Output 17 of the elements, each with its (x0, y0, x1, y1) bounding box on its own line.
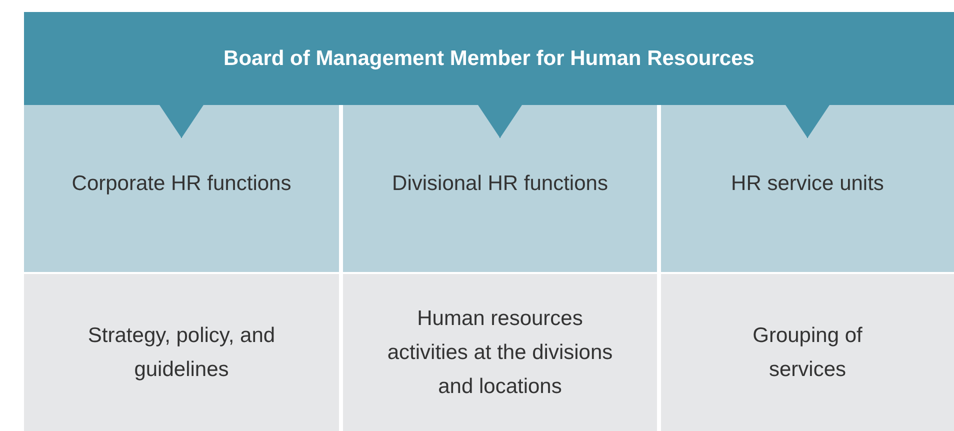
category-label: Corporate HR functions (72, 170, 292, 196)
pointer-arrow (478, 104, 522, 138)
header-band (24, 12, 954, 105)
category-panel (343, 105, 657, 272)
category-label: HR service units (731, 170, 884, 196)
pointer-arrow (786, 104, 830, 138)
description-panel (24, 274, 339, 431)
pointer-arrow (160, 104, 204, 138)
description-text: Human resources activities at the divisions and locations (386, 306, 614, 400)
heading-text: Board of Management Member for Human Resources (224, 46, 754, 72)
description-text: Strategy, policy, and guidelines (86, 322, 276, 382)
category-label: Divisional HR functions (392, 170, 608, 196)
category-panel (24, 105, 339, 272)
description-panel (343, 274, 657, 431)
category-panel (661, 105, 954, 272)
description-text: Grouping of services (752, 322, 864, 382)
description-panel (661, 274, 954, 431)
